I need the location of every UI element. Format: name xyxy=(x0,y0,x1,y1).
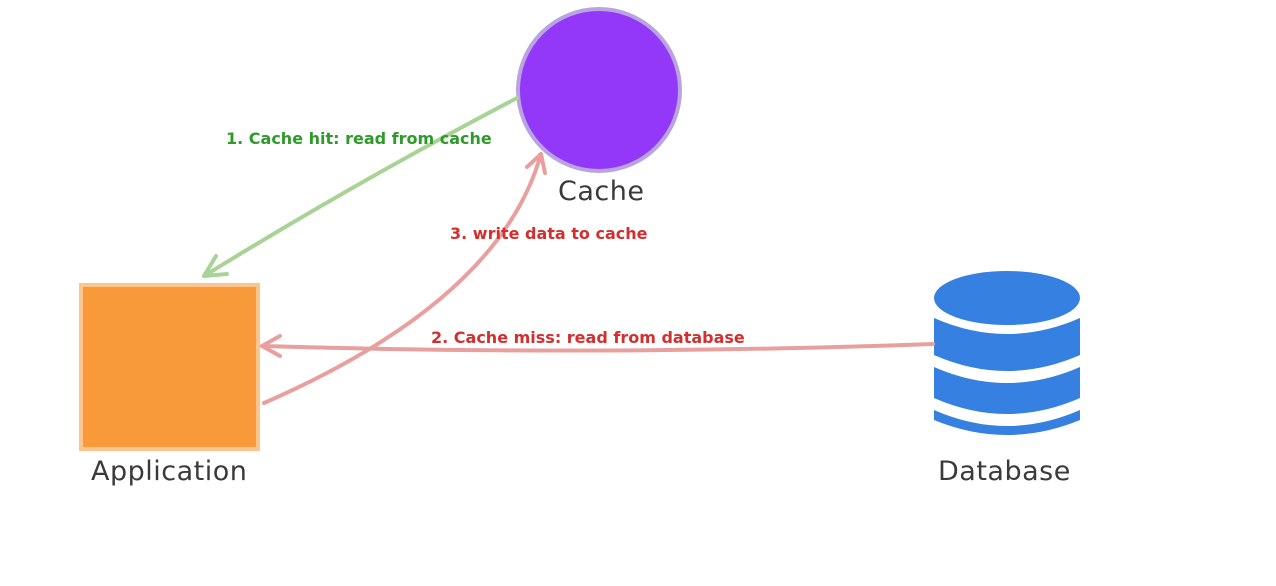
cache-hit-label: 1. Cache hit: read from cache xyxy=(226,129,492,148)
database-label: Database xyxy=(938,456,1071,487)
cache-label: Cache xyxy=(558,176,645,207)
cache-miss-arrow xyxy=(260,334,935,358)
database-icon xyxy=(934,271,1080,435)
cache-node xyxy=(516,7,682,173)
write-to-cache-label: 3. write data to cache xyxy=(450,224,648,243)
application-node xyxy=(79,283,260,451)
write-to-cache-arrow xyxy=(262,152,547,405)
cache-miss-label: 2. Cache miss: read from database xyxy=(431,328,745,347)
application-label: Application xyxy=(91,456,248,487)
cache-hit-arrow xyxy=(202,96,519,278)
